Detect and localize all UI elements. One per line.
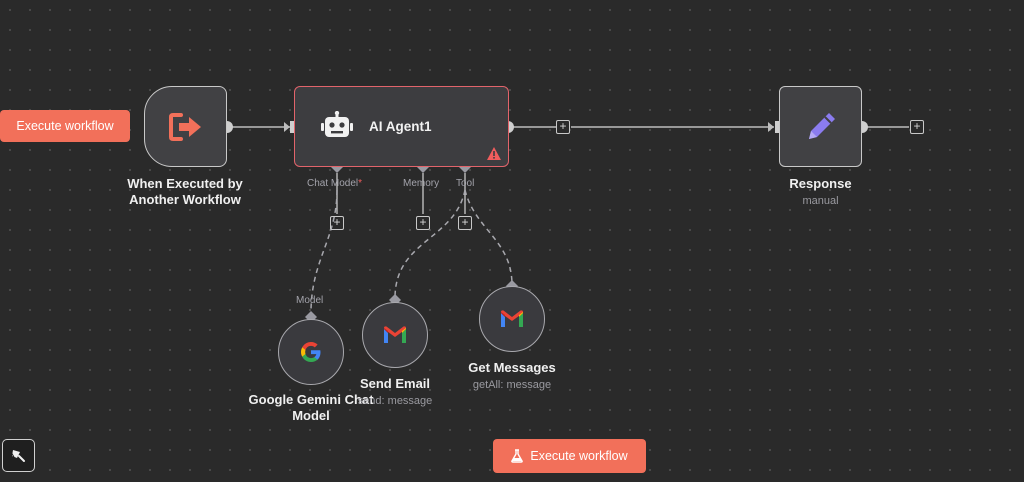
- sign-out-icon: [168, 112, 201, 141]
- connection-send-email: [394, 189, 466, 299]
- gmail-icon: [384, 326, 406, 343]
- send-email-node-subtitle: send: message: [357, 395, 433, 407]
- google-g-icon: [301, 342, 321, 362]
- connection-get-messages: [464, 189, 513, 286]
- execute-workflow-label: Execute workflow: [16, 119, 114, 133]
- broom-icon: [10, 449, 25, 462]
- flask-icon: [511, 449, 524, 463]
- add-node-after-response-button[interactable]: +: [910, 120, 924, 134]
- add-node-after-agent-button[interactable]: +: [556, 120, 570, 134]
- send-email-node[interactable]: [362, 302, 428, 368]
- gmail-icon: [501, 310, 523, 327]
- clear-canvas-button[interactable]: [2, 439, 35, 472]
- model-port-label: Model: [296, 295, 324, 306]
- response-node-subtitle: manual: [802, 195, 839, 207]
- pencil-icon: [808, 112, 835, 139]
- arrow-head: [768, 122, 774, 132]
- warning-icon: [487, 147, 501, 160]
- response-node-title: Response: [789, 176, 852, 191]
- send-email-node-title: Send Email: [359, 376, 431, 391]
- chat-model-port-label: Chat Model*: [307, 178, 363, 189]
- get-messages-node[interactable]: [479, 286, 545, 352]
- execute-workflow-button[interactable]: Execute workflow: [0, 110, 130, 142]
- add-memory-button[interactable]: +: [416, 216, 430, 230]
- connection-gemini: [310, 189, 338, 317]
- ai-agent-node[interactable]: AI Agent1: [294, 86, 509, 167]
- execute-workflow-bottom-label: Execute workflow: [530, 449, 628, 463]
- agent-input-port: [290, 121, 294, 133]
- get-messages-node-subtitle: getAll: message: [472, 379, 552, 391]
- gemini-chat-model-node[interactable]: [278, 319, 344, 385]
- add-chat-model-button[interactable]: +: [330, 216, 344, 230]
- get-messages-node-title: Get Messages: [468, 360, 556, 375]
- robot-icon: [321, 110, 353, 137]
- arrow-head: [284, 122, 290, 132]
- gemini-node-title: Google Gemini Chat Model: [248, 392, 374, 423]
- execute-workflow-bottom-button[interactable]: Execute workflow: [493, 439, 646, 473]
- trigger-node-title: When Executed by Another Workflow: [127, 176, 243, 207]
- ai-agent-title: AI Agent1: [369, 119, 432, 134]
- response-node[interactable]: [779, 86, 862, 167]
- response-input-port: [775, 121, 779, 133]
- add-tool-button[interactable]: +: [458, 216, 472, 230]
- trigger-node[interactable]: [144, 86, 227, 167]
- tool-port-label: Tool: [456, 178, 475, 189]
- memory-port-label: Memory: [403, 178, 440, 189]
